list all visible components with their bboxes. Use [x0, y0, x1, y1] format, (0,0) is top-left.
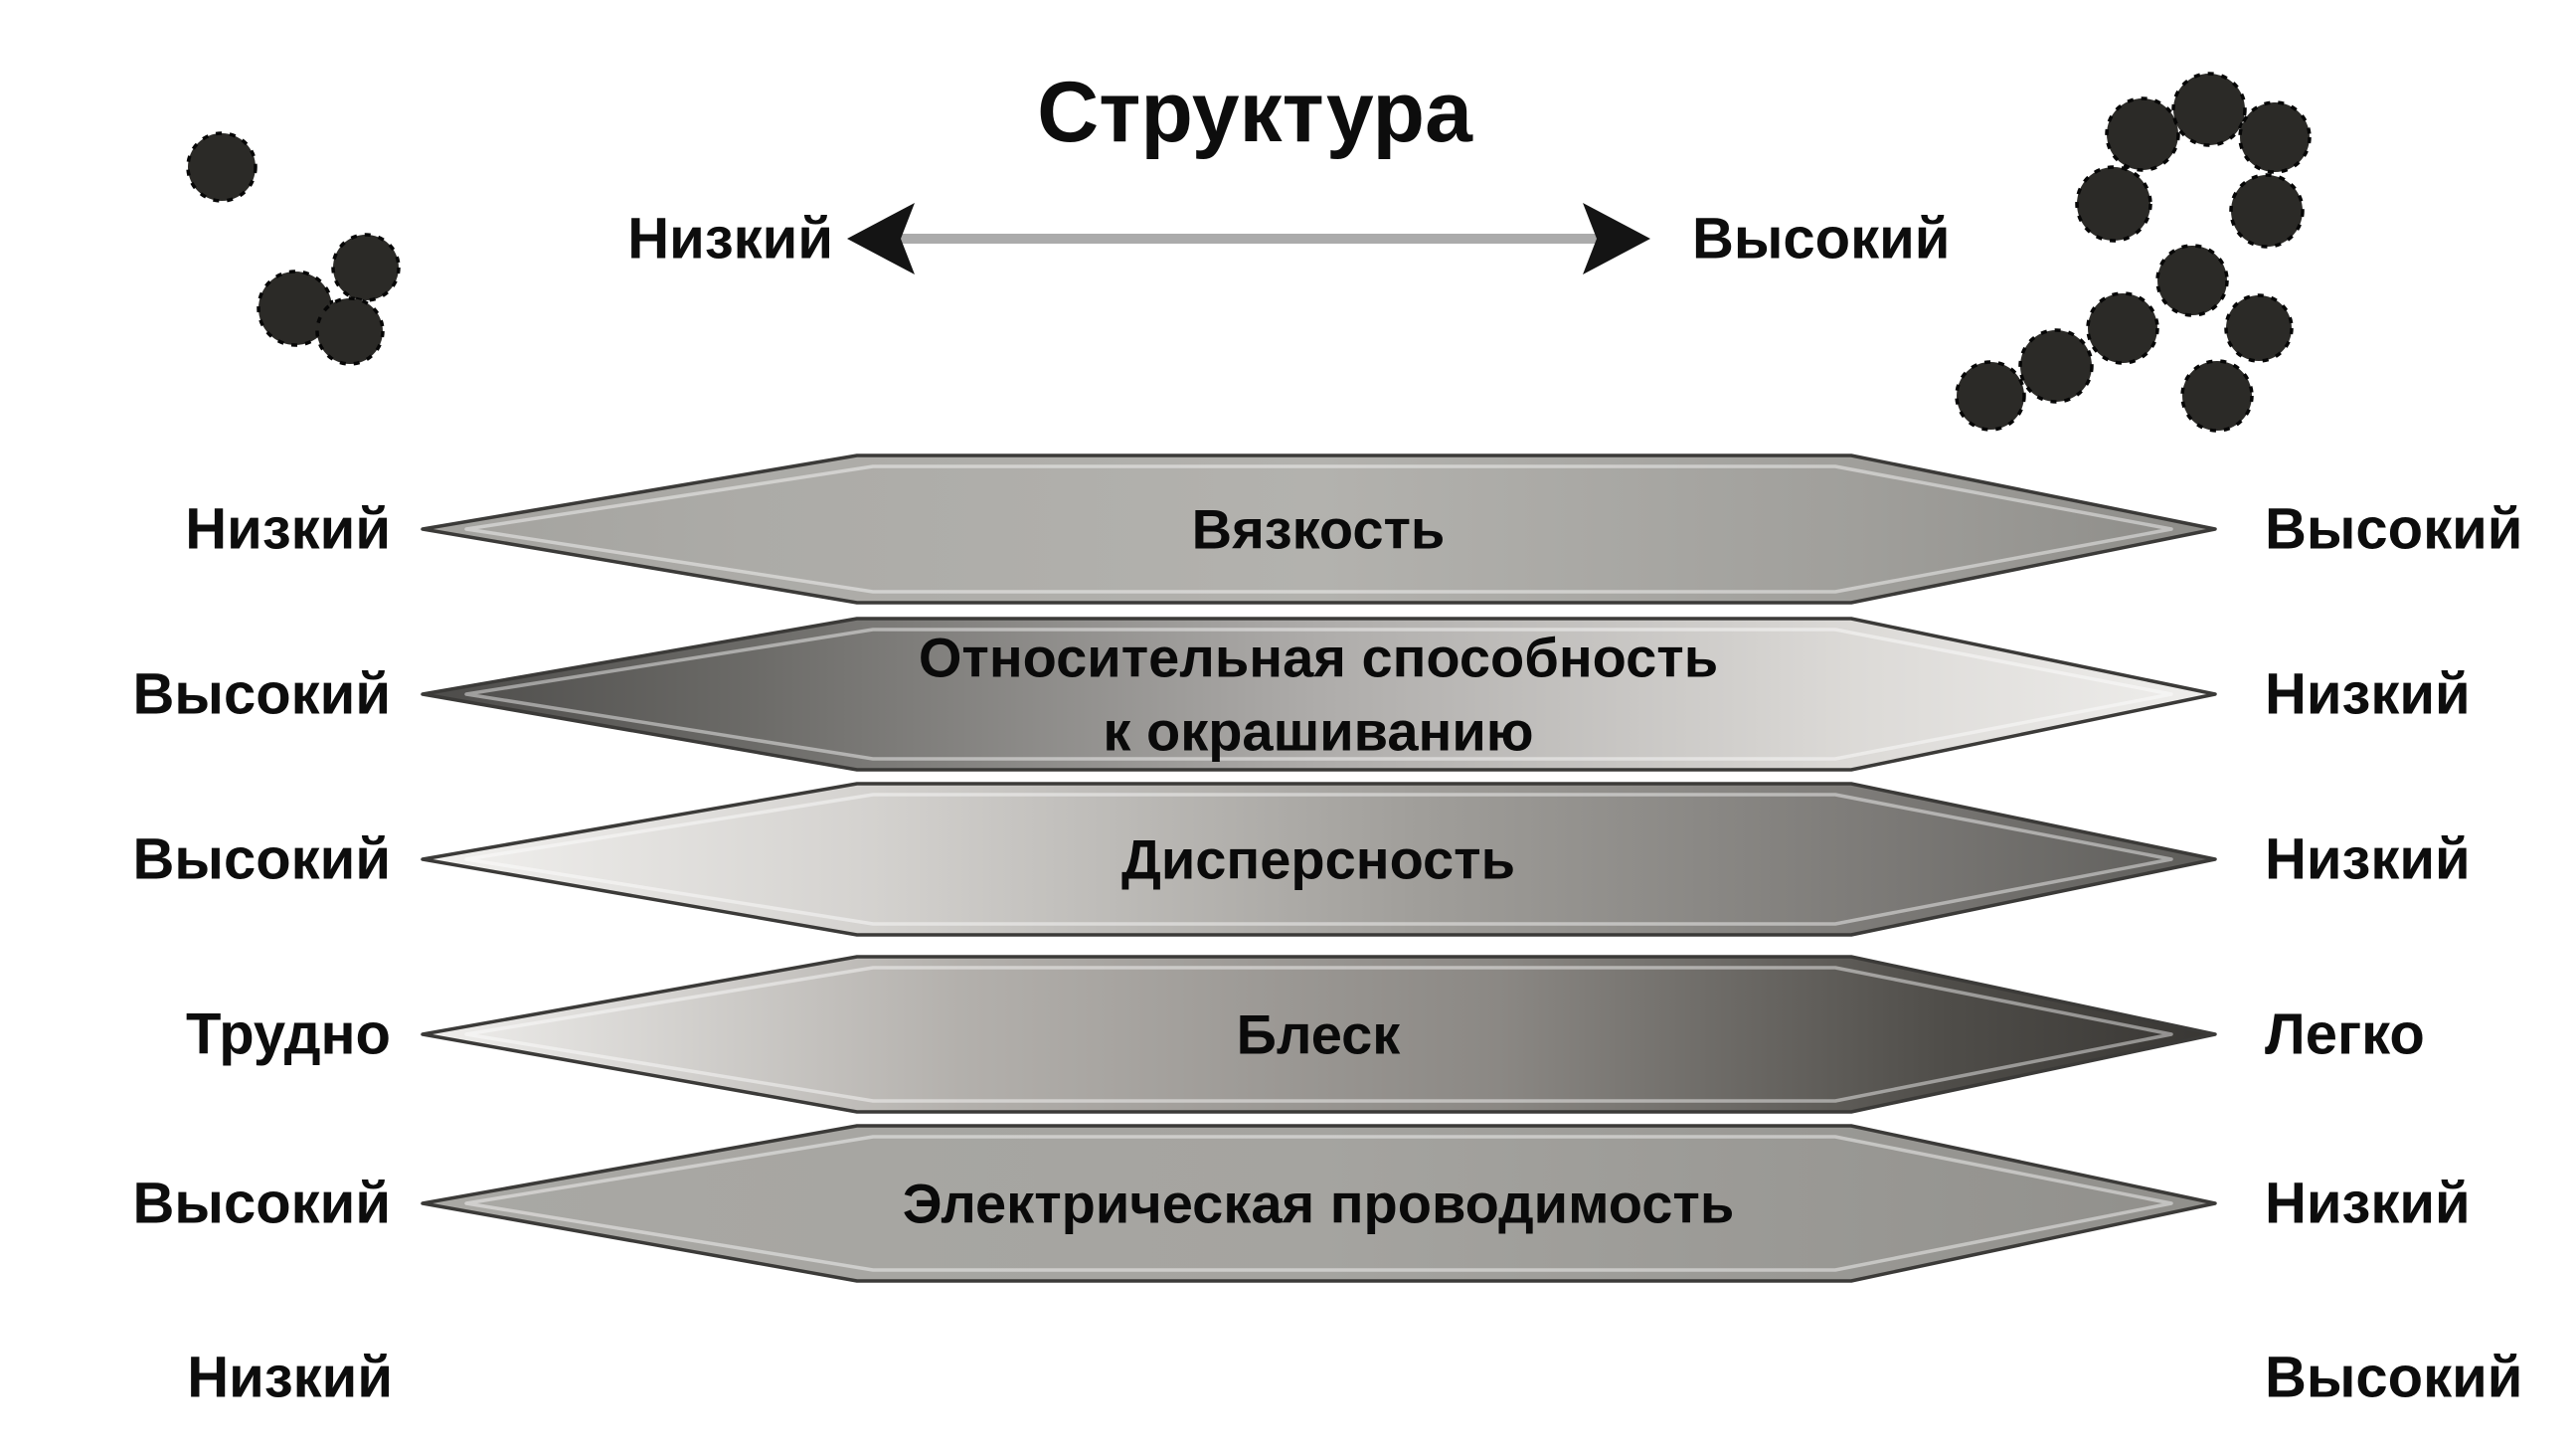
- band-left-label: Высокий: [133, 1172, 391, 1236]
- band-left-label: Низкий: [185, 497, 391, 562]
- particle-dot: [315, 296, 385, 366]
- band-bevel-highlight: [464, 464, 2173, 594]
- band-bevel-highlight: [464, 1135, 2173, 1272]
- footer-row: Низкий Высокий: [187, 1346, 2522, 1410]
- dispersed-particles-illustration: [186, 131, 401, 366]
- particle-dot: [2229, 173, 2305, 249]
- footer-right-label: Высокий: [2265, 1346, 2522, 1410]
- particle-dot: [2171, 72, 2247, 147]
- property-band-row: Электрическая проводимость Высокий Низкий: [133, 1124, 2471, 1283]
- axis-left-label: Низкий: [627, 207, 833, 272]
- particle-dot: [2086, 291, 2159, 365]
- band-property-label: к окрашиванию: [1103, 700, 1533, 763]
- footer-left-label: Низкий: [187, 1346, 393, 1410]
- property-band-row: Дисперсность Высокий Низкий: [133, 782, 2471, 937]
- band-shape: [421, 1124, 2217, 1283]
- band-right-label: Низкий: [2265, 662, 2471, 727]
- arrowhead-right-icon: [1583, 203, 1650, 274]
- band-left-label: Высокий: [133, 827, 391, 892]
- particle-dot: [2238, 100, 2312, 174]
- aggregated-particles-illustration: [1955, 72, 2312, 433]
- band-left-label: Трудно: [186, 1002, 391, 1067]
- band-bevel-highlight: [464, 966, 2173, 1103]
- band-right-label: Низкий: [2265, 827, 2471, 892]
- particle-dot: [2224, 293, 2294, 363]
- arrowhead-left-icon: [847, 203, 915, 274]
- property-band-row: Относительная способность к окрашиванию Вы…: [133, 617, 2471, 772]
- band-shape: [421, 955, 2217, 1114]
- band-property-label: Электрическая проводимость: [903, 1173, 1735, 1235]
- band-property-label: Блеск: [1237, 1003, 1402, 1066]
- axis-right-label: Высокий: [1692, 207, 1950, 272]
- band-shape: [421, 782, 2217, 937]
- particle-dot: [2075, 165, 2152, 243]
- band-shape: [421, 454, 2217, 605]
- particle-dot: [2018, 328, 2094, 404]
- particle-dot: [2180, 359, 2254, 433]
- property-band-row: Блеск Трудно Легко: [186, 955, 2425, 1114]
- band-right-label: Легко: [2265, 1002, 2425, 1067]
- band-left-label: Высокий: [133, 662, 391, 727]
- particle-dot: [2155, 244, 2229, 317]
- particle-dot: [186, 131, 258, 203]
- structure-axis: Низкий Высокий: [627, 203, 1950, 274]
- particle-dot: [331, 233, 401, 302]
- band-property-label: Вязкость: [1192, 498, 1446, 561]
- band-shape: [421, 617, 2217, 772]
- band-right-label: Низкий: [2265, 1172, 2471, 1236]
- particle-dot: [2105, 96, 2180, 172]
- band-bevel-highlight: [464, 793, 2173, 926]
- band-right-label: Высокий: [2265, 497, 2522, 562]
- property-band-row: Вязкость Низкий Высокий: [185, 454, 2522, 605]
- particle-dot: [1955, 360, 2026, 432]
- band-property-label: Дисперсность: [1121, 828, 1515, 891]
- page-title: Структура: [1037, 65, 1473, 160]
- band-bevel-highlight: [464, 628, 2173, 761]
- band-property-label: Относительная способность: [919, 627, 1718, 689]
